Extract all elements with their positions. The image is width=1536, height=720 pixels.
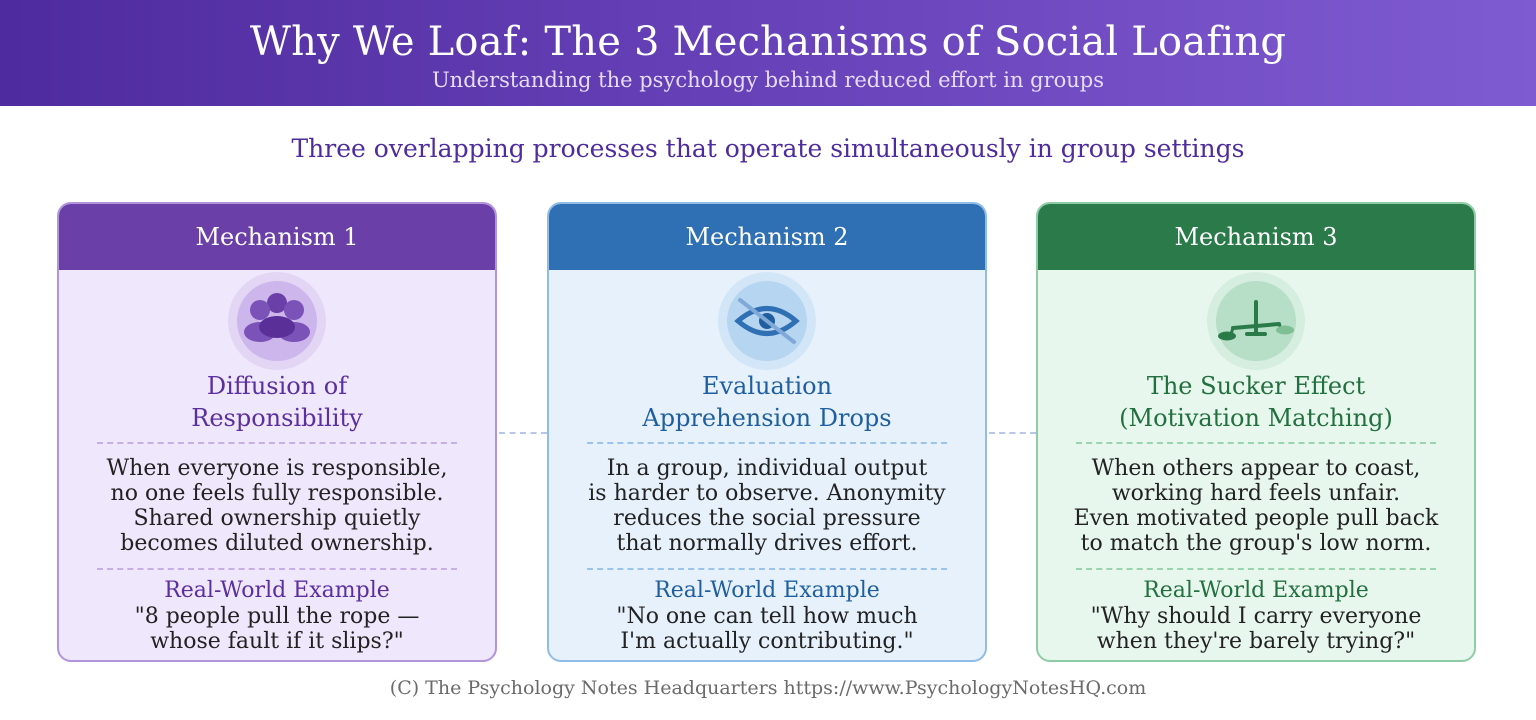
card-connector-1-2 bbox=[499, 432, 547, 434]
mechanism-name: Diffusion of Responsibility bbox=[191, 372, 363, 432]
example-quote: "Why should I carry everyone when they'r… bbox=[1090, 604, 1422, 654]
eye-crossed-icon bbox=[734, 298, 800, 344]
page-subtitle: Understanding the psychology behind redu… bbox=[431, 68, 1105, 92]
mechanism-name: The Sucker Effect (Motivation Matching) bbox=[1119, 372, 1393, 432]
mechanism-description: In a group, individual output is harder … bbox=[588, 456, 946, 556]
divider bbox=[1076, 442, 1436, 444]
page-title: Why We Loaf: The 3 Mechanisms of Social … bbox=[249, 19, 1287, 65]
icon-badge bbox=[718, 272, 816, 370]
example-quote: "8 people pull the rope — whose fault if… bbox=[134, 604, 420, 654]
card-header: Mechanism 2 bbox=[549, 204, 985, 270]
balance-scale-icon bbox=[1218, 300, 1294, 341]
example-label: Real-World Example bbox=[164, 578, 390, 603]
icon-badge bbox=[1207, 272, 1305, 370]
example-label: Real-World Example bbox=[1143, 578, 1369, 603]
mechanism-card-2: Mechanism 2 Evaluation Apprehension Drop… bbox=[547, 202, 987, 662]
card-header: Mechanism 3 bbox=[1038, 204, 1474, 270]
divider bbox=[587, 442, 947, 444]
mechanism-name: Evaluation Apprehension Drops bbox=[642, 372, 892, 432]
card-header: Mechanism 1 bbox=[59, 204, 495, 270]
mechanism-card-1: Mechanism 1 Diffusion of Responsibility … bbox=[57, 202, 497, 662]
copyright-footer: (C) The Psychology Notes Headquarters ht… bbox=[389, 677, 1147, 699]
card-connector-2-3 bbox=[989, 432, 1036, 434]
icon-badge bbox=[228, 272, 326, 370]
divider bbox=[1076, 568, 1436, 570]
divider bbox=[587, 568, 947, 570]
mechanism-description: When everyone is responsible, no one fee… bbox=[106, 456, 448, 556]
header-banner: Why We Loaf: The 3 Mechanisms of Social … bbox=[0, 0, 1536, 106]
tagline: Three overlapping processes that operate… bbox=[291, 134, 1245, 163]
example-quote: "No one can tell how much I'm actually c… bbox=[616, 604, 918, 654]
mechanism-card-3: Mechanism 3 The Sucker Effect (Motivatio… bbox=[1036, 202, 1476, 662]
divider bbox=[97, 442, 457, 444]
mechanism-description: When others appear to coast, working har… bbox=[1073, 456, 1439, 556]
divider bbox=[97, 568, 457, 570]
example-label: Real-World Example bbox=[654, 578, 880, 603]
group-people-icon bbox=[244, 293, 310, 342]
